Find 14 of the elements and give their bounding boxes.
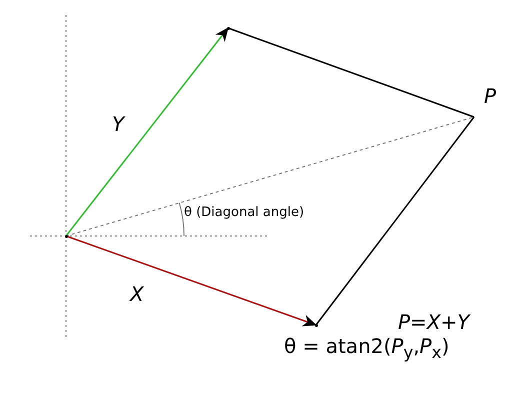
vertex-point [226, 26, 230, 30]
vector-arrow [66, 235, 317, 326]
angle-label: θ (Diagonal angle) [184, 205, 304, 220]
point-label: P [484, 84, 496, 108]
vector-arrow [65, 27, 229, 236]
angle-formula: θ = atan2(P$_{y}$,P$_{x}$) [284, 334, 450, 362]
vector-label: X [130, 282, 144, 306]
side-line [315, 116, 475, 326]
vertex-point [314, 324, 318, 326]
vertex-point [64, 234, 68, 238]
vector-label: Y [112, 112, 124, 136]
sum-formula: P=X+Y [398, 310, 470, 334]
side-line [228, 27, 474, 118]
diagonal-line [66, 116, 474, 236]
